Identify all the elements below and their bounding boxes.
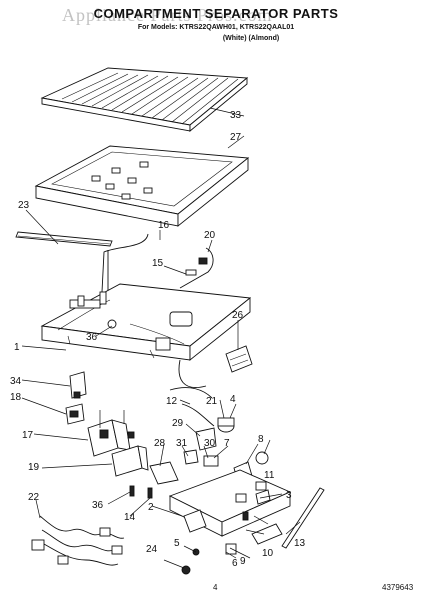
part-31-clip <box>183 449 199 465</box>
model-colors: (White) (Almond) <box>222 35 280 42</box>
callout-12: 12 <box>166 396 178 407</box>
callout-22: 22 <box>28 492 40 503</box>
callout-28: 28 <box>154 438 166 449</box>
diagram-title: COMPARTMENT SEPARATOR PARTS <box>93 6 339 21</box>
callout-7: 7 <box>224 438 230 449</box>
callout-4: 4 <box>230 394 236 405</box>
part-6-connector <box>225 543 237 555</box>
watermark: Appliance Parts Pros.com <box>62 5 273 25</box>
callout-13: 13 <box>294 538 306 549</box>
leader-lines <box>21 107 301 569</box>
callout-15: 15 <box>152 258 164 269</box>
callout-34: 34 <box>10 376 22 387</box>
callout-31: 31 <box>176 438 188 449</box>
part-3-clip <box>255 489 271 505</box>
callout-18: 18 <box>10 392 22 403</box>
part-10-bracket <box>251 523 283 545</box>
callout-33: 33 <box>230 110 242 121</box>
part-14-screw <box>147 487 153 499</box>
part-2-housing-base <box>168 469 292 537</box>
page-number: 4 <box>213 583 218 592</box>
callout-17: 17 <box>22 430 34 441</box>
callout-27: 27 <box>230 132 242 143</box>
part-26-bracket <box>225 345 253 373</box>
part-36-screw <box>129 485 135 497</box>
callout-36-top: 36 <box>86 332 98 343</box>
part-11-screw <box>242 511 249 521</box>
part-18-switch <box>65 403 85 425</box>
part-23-gasket-strip <box>15 231 113 247</box>
callout-5: 5 <box>174 538 180 549</box>
callout-24: 24 <box>146 544 158 555</box>
callout-11: 11 <box>264 470 275 481</box>
part-34-cover <box>69 371 87 399</box>
callout-6: 6 <box>232 558 238 569</box>
part-20-clip <box>179 247 214 289</box>
callout-2: 2 <box>148 502 154 513</box>
part-29-bracket <box>195 427 217 451</box>
callout-1: 1 <box>14 342 20 353</box>
callout-29: 29 <box>172 418 184 429</box>
callout-16: 16 <box>158 220 170 231</box>
callout-labels: 33 27 23 16 20 15 26 1 36 34 18 12 21 4 … <box>10 110 306 569</box>
callout-14: 14 <box>124 512 136 523</box>
part-19-control-box <box>111 431 149 477</box>
part-12-wire <box>181 403 215 427</box>
callout-21: 21 <box>206 396 218 407</box>
callout-23: 23 <box>18 200 30 211</box>
part-21-sensor <box>169 387 213 399</box>
model-numbers: For Models: KTRS22QAWH01, KTRS22QAAL01 <box>137 24 295 31</box>
part-8-bulb <box>255 451 269 465</box>
part-13-rod <box>281 487 325 549</box>
callout-9: 9 <box>240 556 246 567</box>
part-17-housing <box>87 410 131 457</box>
part-27-separator-frame <box>34 145 250 227</box>
part-4-knob <box>217 417 235 433</box>
callout-20: 20 <box>204 230 216 241</box>
part-1-separator-panel <box>40 283 252 388</box>
callout-3: 3 <box>286 490 292 501</box>
callout-19: 19 <box>28 462 40 473</box>
callout-10: 10 <box>262 548 274 559</box>
callout-8: 8 <box>258 434 264 445</box>
part-16-wire <box>101 233 149 293</box>
callout-30: 30 <box>204 438 216 449</box>
document-number: 4379643 <box>382 583 414 592</box>
part-22-wire-harness <box>31 515 125 566</box>
part-33-shelf-grille <box>40 67 249 132</box>
part-34-tab <box>73 391 81 399</box>
callout-26: 26 <box>232 310 244 321</box>
part-30-connector <box>203 455 219 467</box>
part-24-screw <box>181 565 191 575</box>
callout-36-bottom: 36 <box>92 500 104 511</box>
part-28-shield <box>149 461 179 485</box>
